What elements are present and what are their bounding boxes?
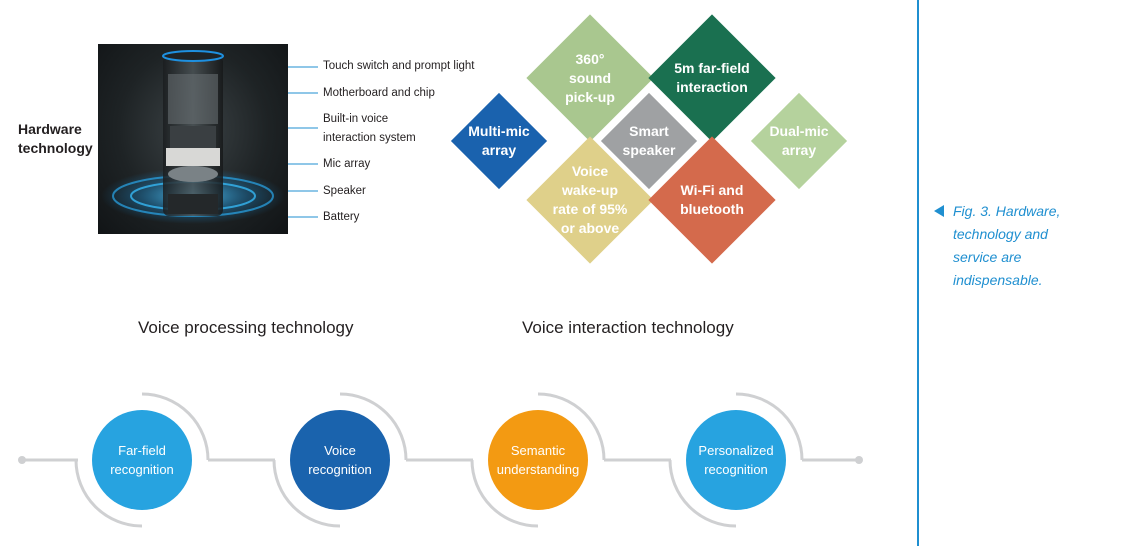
diamond-multi-mic: Multi-mic array [450,92,548,190]
circle-personalized-recognition: Personalized recognition [686,410,786,510]
diamond-label: Wi-Fi and bluetooth [680,182,744,217]
voice-interaction-title: Voice interaction technology [522,318,734,337]
side-divider [917,0,919,546]
caption-arrow-icon [934,205,944,217]
callout-battery: Battery [323,211,360,223]
diamond-far-field: 5m far-field interaction [648,14,776,142]
circle-far-field-recognition: Far-field recognition [92,410,192,510]
circle-semantic-understanding: Semantic understanding [488,410,588,510]
callout-leader-lines [288,66,318,218]
diamond-smart-speaker: Smart speaker [600,92,698,190]
hardware-callouts: Touch switch and prompt light Motherboar… [288,0,508,240]
circle-voice-recognition: Voice recognition [290,410,390,510]
diamond-label: Smart speaker [622,123,676,158]
diamond-label: Dual-mic array [769,123,829,158]
process-flow-line [18,392,863,528]
diamond-dual-mic: Dual-mic array [750,92,848,190]
speaker-illustration [101,50,285,224]
diamond-label: 5m far-field interaction [674,60,750,95]
hardware-technology-title: Hardware technology [18,121,93,156]
diamond-label: Multi-mic array [468,123,530,158]
diamond-sound-pickup: 360° sound pick-up [526,14,654,142]
callout-voice-system: Built-in voice interaction system [323,113,416,144]
diamond-wifi-bluetooth: Wi-Fi and bluetooth [648,136,776,264]
callout-touch-switch: Touch switch and prompt light [323,60,475,72]
voice-processing-title: Voice processing technology [138,318,354,337]
callout-speaker: Speaker [323,185,366,197]
callout-motherboard: Motherboard and chip [323,87,435,99]
diamond-label: Voice wake-up rate of 95% or above [552,163,628,236]
smart-speaker-image [98,44,288,234]
diamond-wake-up-rate: Voice wake-up rate of 95% or above [526,136,654,264]
figure-caption: Fig. 3. Hardware, technology and service… [953,203,1061,288]
diamond-label: 360° sound pick-up [565,50,615,105]
callout-mic-array: Mic array [323,158,371,170]
